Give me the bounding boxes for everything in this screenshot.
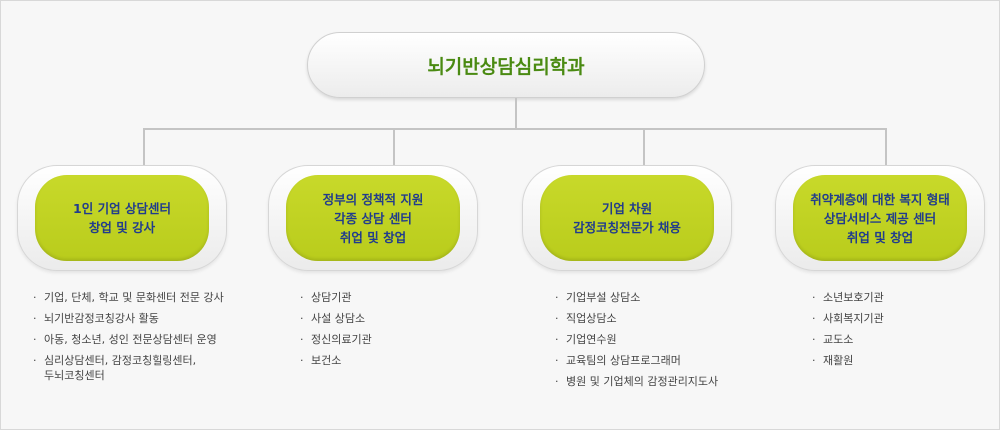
branch-label: 정부의 정책적 지원 각종 상담 센터 취업 및 창업 [286,175,460,261]
list-item: 직업상담소 [555,308,718,329]
branch-label: 1인 기업 상담센터 창업 및 강사 [35,175,209,261]
list-item: 기업연수원 [555,329,718,350]
list-item: 기업부설 상담소 [555,287,718,308]
list-item: 상담기관 [300,287,372,308]
connector [143,128,887,130]
branch-node-4: 취약계층에 대한 복지 형태 상담서비스 제공 센터 취업 및 창업 [775,165,985,271]
branch-label: 기업 차원 감정코칭전문가 채용 [540,175,714,261]
list-item: 병원 및 기업체의 감정관리지도사 [555,371,718,392]
root-node: 뇌기반상담심리학과 [307,32,705,98]
branch-list-2: 상담기관 사설 상담소 정신의료기관 보건소 [300,287,372,371]
list-item: 아동, 청소년, 성인 전문상담센터 운영 [33,329,224,350]
list-item: 사설 상담소 [300,308,372,329]
connector [515,98,517,129]
connector [393,128,395,166]
list-item: 심리상담센터, 감정코칭힐링센터, 두뇌코칭센터 [33,350,224,383]
branch-list-4: 소년보호기관 사회복지기관 교도소 재활원 [812,287,884,371]
list-item: 교도소 [812,329,884,350]
list-item: 기업, 단체, 학교 및 문화센터 전문 강사 [33,287,224,308]
branch-node-2: 정부의 정책적 지원 각종 상담 센터 취업 및 창업 [268,165,478,271]
branch-label: 취약계층에 대한 복지 형태 상담서비스 제공 센터 취업 및 창업 [793,175,967,261]
connector [885,128,887,166]
connector [143,128,145,166]
list-item: 사회복지기관 [812,308,884,329]
connector [643,128,645,166]
branch-node-1: 1인 기업 상담센터 창업 및 강사 [17,165,227,271]
list-item: 재활원 [812,350,884,371]
list-item: 보건소 [300,350,372,371]
branch-list-1: 기업, 단체, 학교 및 문화센터 전문 강사 뇌기반감정코칭강사 활동 아동,… [33,287,224,383]
branch-list-3: 기업부설 상담소 직업상담소 기업연수원 교육팀의 상담프로그래머 병원 및 기… [555,287,718,392]
list-item: 소년보호기관 [812,287,884,308]
list-item: 뇌기반감정코칭강사 활동 [33,308,224,329]
list-item: 정신의료기관 [300,329,372,350]
list-item: 교육팀의 상담프로그래머 [555,350,718,371]
branch-node-3: 기업 차원 감정코칭전문가 채용 [522,165,732,271]
